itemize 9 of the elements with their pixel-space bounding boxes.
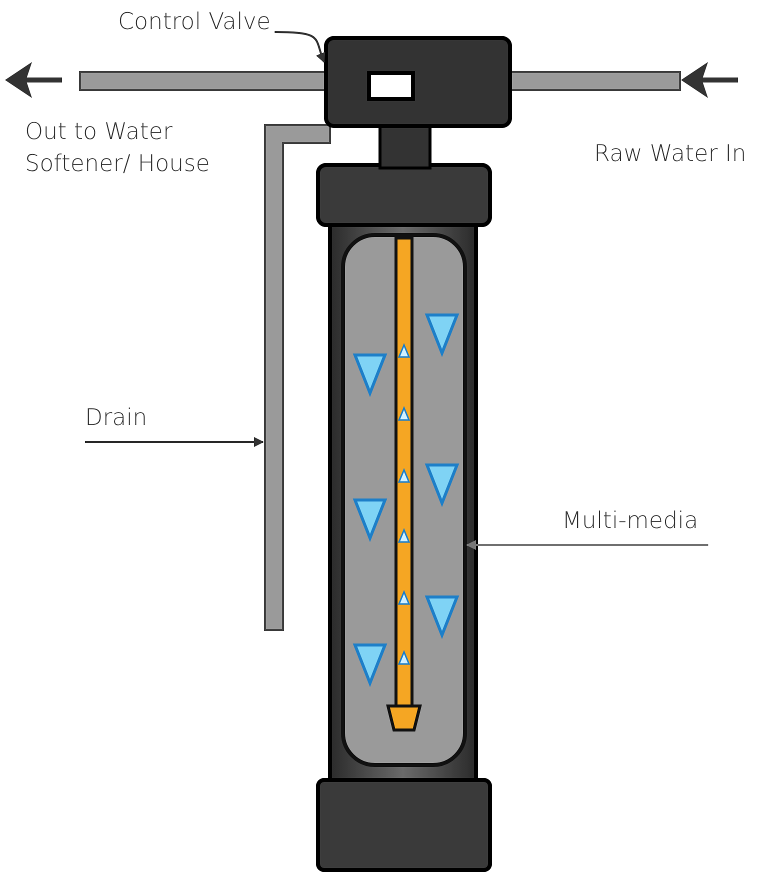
flow-label: Out to Water Softener/ House — [25, 118, 211, 179]
leader-line — [85, 437, 264, 447]
leader-line — [466, 540, 708, 550]
flow-label: Raw Water In — [594, 140, 748, 169]
leader-line — [274, 31, 326, 63]
drain-pipe — [264, 124, 331, 631]
part-label: Drain — [85, 402, 148, 434]
part-label: Multi-media — [562, 505, 698, 537]
part-label: Control Valve — [118, 6, 271, 38]
